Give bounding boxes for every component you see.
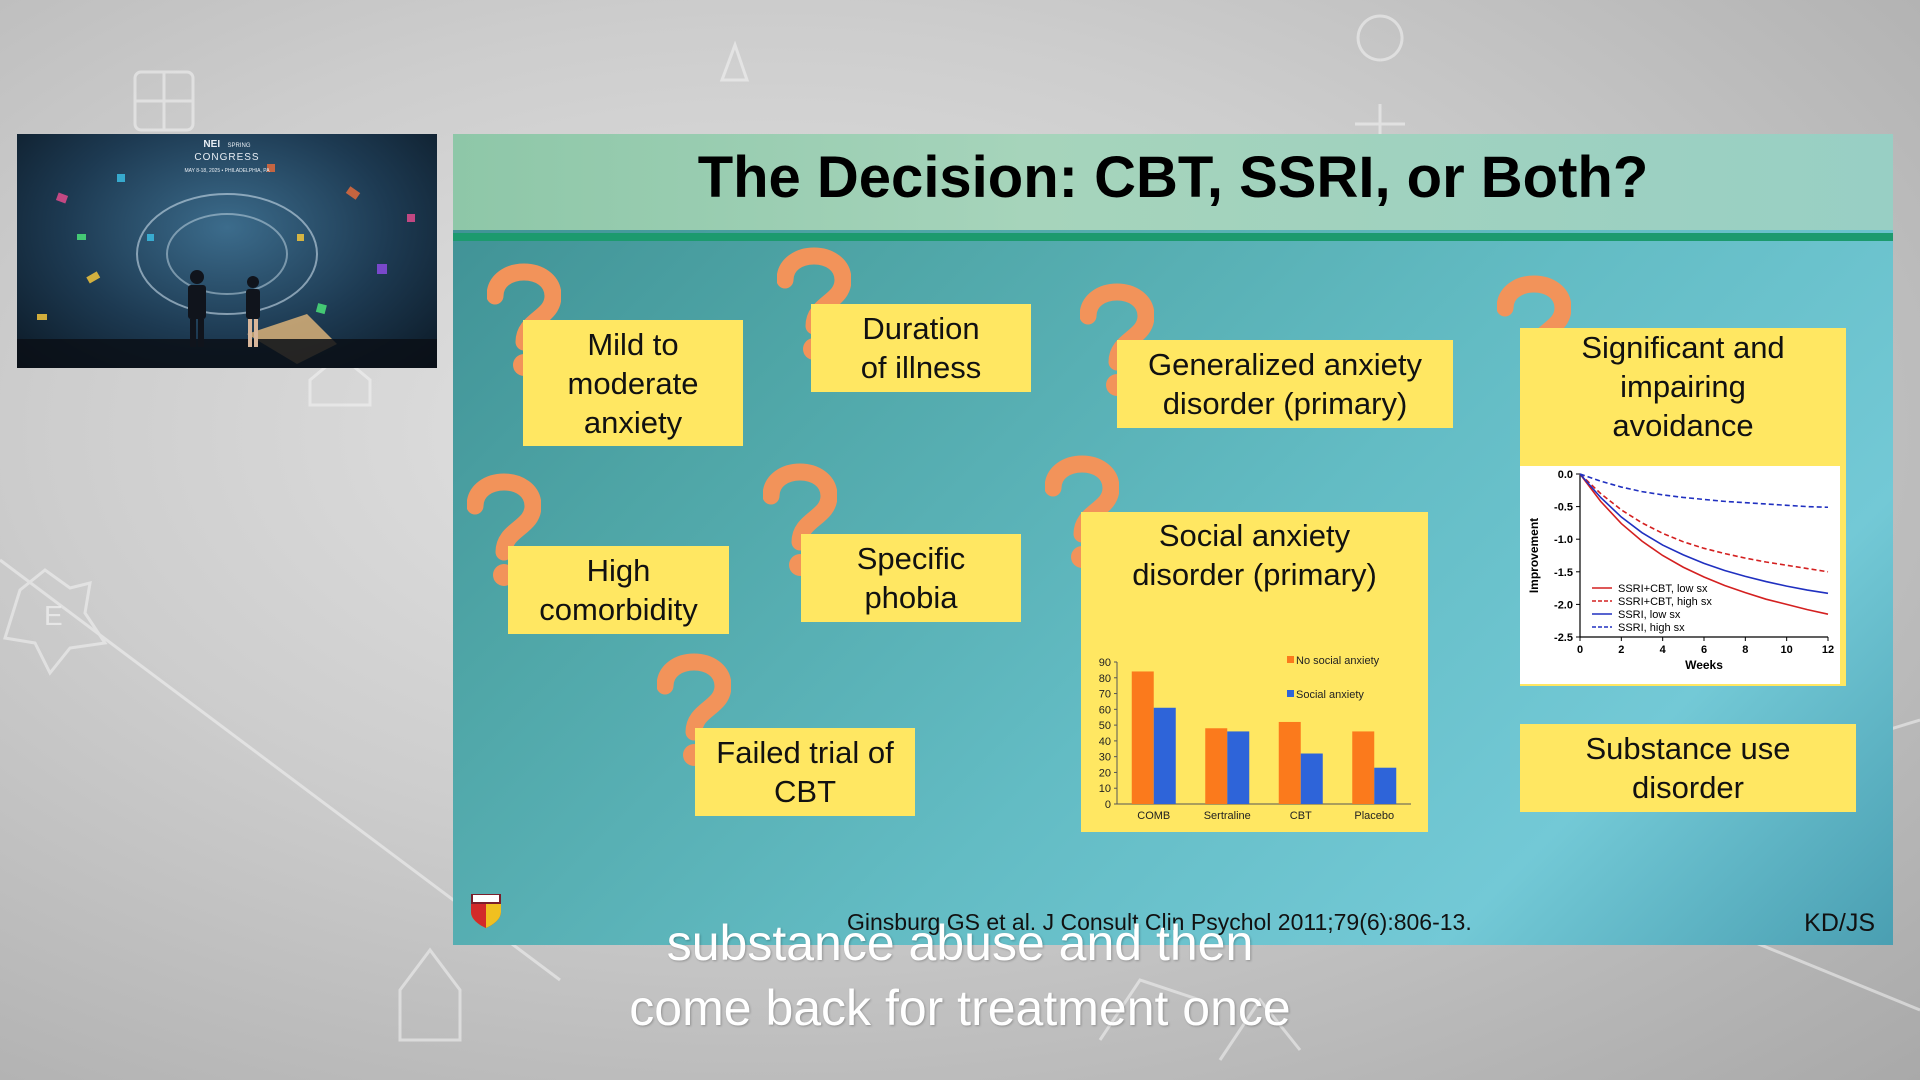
stage-scene <box>17 164 437 368</box>
line-series-3 <box>1579 473 1829 509</box>
line-x-tick-label: 12 <box>1822 644 1834 656</box>
bar-social-anxiety <box>1300 753 1323 804</box>
card-social-anxiety: Social anxiety disorder (primary) 0 10 20 3… <box>1081 512 1428 832</box>
bar-y-tick-label: 10 <box>1099 783 1111 795</box>
bar-category-label: COMB <box>1137 810 1170 822</box>
bar-category-label: CBT <box>1290 810 1312 822</box>
nei-shield-logo-icon <box>471 894 501 928</box>
bar-y-tick-label: 30 <box>1099 752 1111 764</box>
line-legend-label: SSRI, low sx <box>1618 609 1681 621</box>
citation: Ginsburg GS et al. J Consult Clin Psycho… <box>847 909 1472 935</box>
event-brand-sub: SPRING <box>227 143 251 149</box>
bar-category-label: Sertraline <box>1204 810 1251 822</box>
bar-no-social-anxiety <box>1131 671 1154 804</box>
line-x-tick-label: 2 <box>1618 644 1624 656</box>
bar-y-tick-label: 80 <box>1099 673 1111 685</box>
bar-legend-swatch <box>1287 690 1294 697</box>
line-series-1 <box>1579 473 1829 573</box>
card-failed-trial-cbt: Failed trial of CBT <box>695 728 915 816</box>
presenter-right <box>246 276 260 347</box>
background-letter-e: E <box>44 600 63 631</box>
bar-legend-swatch <box>1287 656 1294 663</box>
card-social-anxiety-title: Social anxiety disorder (primary) <box>1132 518 1377 592</box>
bar-y-tick-label: 0 <box>1105 799 1111 811</box>
line-legend-label: SSRI, high sx <box>1618 622 1685 634</box>
line-x-tick-label: 0 <box>1577 644 1583 656</box>
author-initials: KD/JS <box>1804 909 1875 937</box>
line-y-tick-label: -2.5 <box>1554 632 1573 644</box>
bar-y-tick-label: 60 <box>1099 704 1111 716</box>
card-mild-moderate-anxiety: Mild to moderate anxiety <box>523 320 743 446</box>
bar-y-tick-label: 20 <box>1099 767 1111 779</box>
line-x-tick-label: 8 <box>1742 644 1748 656</box>
line-y-tick-label: -0.5 <box>1554 502 1573 514</box>
card-high-comorbidity: High comorbidity <box>508 546 729 634</box>
bar-legend-label: No social anxiety <box>1296 655 1380 667</box>
line-series-0 <box>1579 473 1829 615</box>
line-y-tick-label: 0.0 <box>1558 469 1573 481</box>
speaker-video[interactable]: NEI SPRING CONGRESS MAY 8-18, 2025 • PHI… <box>17 134 437 368</box>
slide-header <box>453 134 1893 230</box>
event-name: CONGRESS <box>194 152 260 163</box>
card-significant-avoidance: Significant and impairing avoidance <box>1520 328 1846 446</box>
line-x-tick-label: 4 <box>1660 644 1667 656</box>
header-divider <box>453 233 1893 241</box>
line-legend-label: SSRI+CBT, high sx <box>1618 596 1712 608</box>
line-x-tick-label: 6 <box>1701 644 1707 656</box>
card-substance-use: Substance use disorder <box>1520 724 1856 812</box>
line-x-axis-label: Weeks <box>1685 658 1723 672</box>
bar-social-anxiety <box>1374 767 1397 804</box>
bar-y-tick-label: 50 <box>1099 720 1111 732</box>
card-generalized-anxiety: Generalized anxiety disorder (primary) <box>1117 340 1453 428</box>
bar-no-social-anxiety <box>1205 728 1228 804</box>
line-x-tick-label: 10 <box>1781 644 1793 656</box>
bar-no-social-anxiety <box>1278 721 1301 804</box>
line-y-tick-label: -1.0 <box>1554 534 1573 546</box>
line-y-tick-label: -2.0 <box>1554 599 1573 611</box>
bar-social-anxiety <box>1153 707 1176 804</box>
line-series-2 <box>1579 473 1829 595</box>
event-details: MAY 8-18, 2025 • PHILADELPHIA, PA <box>184 168 270 174</box>
caption-line-1: substance abuse and then <box>666 915 1254 971</box>
bar-y-tick-label: 70 <box>1099 689 1111 701</box>
bar-y-tick-label: 40 <box>1099 736 1111 748</box>
line-legend-label: SSRI+CBT, low sx <box>1618 583 1708 595</box>
card-specific-phobia: Specific phobia <box>801 534 1021 622</box>
bar-legend-label: Social anxiety <box>1296 689 1364 701</box>
bar-y-tick-label: 90 <box>1099 657 1111 669</box>
event-brand: NEI <box>203 139 221 150</box>
line-y-tick-label: -1.5 <box>1554 567 1573 579</box>
event-logo: NEI SPRING CONGRESS MAY 8-18, 2025 • PHI… <box>167 138 287 176</box>
slide-title: The Decision: CBT, SSRI, or Both? <box>697 145 1649 210</box>
presenter-left <box>188 270 206 347</box>
bar-social-anxiety <box>1227 731 1250 804</box>
caption-line-2: come back for treatment once <box>629 980 1291 1036</box>
line-y-axis-label: Improvement <box>1527 518 1541 593</box>
bar-category-label: Placebo <box>1354 810 1394 822</box>
bar-no-social-anxiety <box>1352 731 1375 804</box>
card-duration-of-illness: Duration of illness <box>811 304 1031 392</box>
